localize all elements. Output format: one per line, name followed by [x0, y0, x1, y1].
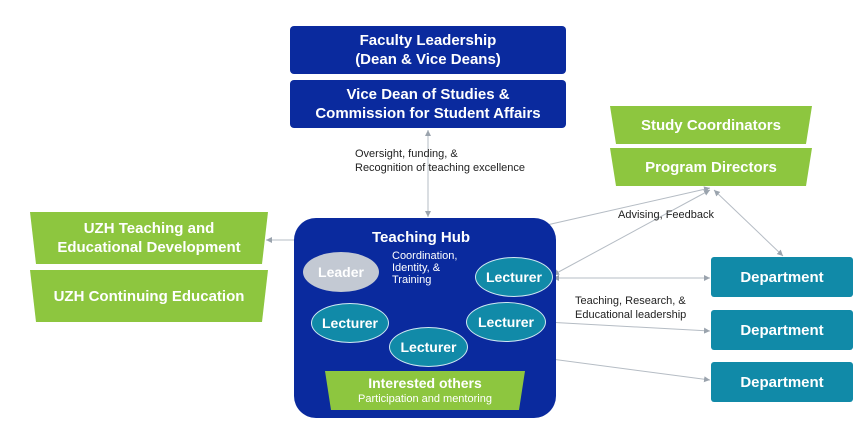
vice-dean-line1: Vice Dean of Studies & — [346, 86, 510, 103]
uzh-teaching-label: UZH Teaching and Educational Development — [30, 212, 268, 264]
hub-desc-line2: Identity, & — [392, 262, 441, 274]
interested-others-box: Interested others Participation and ment… — [325, 371, 525, 410]
department-box-2: Department — [711, 310, 853, 350]
hub-desc-line3: Training — [392, 274, 432, 286]
oversight-line1: Oversight, funding, & — [355, 148, 458, 160]
interested-others-shape — [325, 371, 525, 410]
lecturer-oval-1: Lecturer — [475, 257, 553, 297]
link-program-department — [713, 189, 784, 257]
link-program-lecturer — [552, 189, 711, 276]
teaching-line1: Teaching, Research, & — [575, 295, 686, 307]
study-coordinators-label: Study Coordinators — [640, 116, 781, 134]
program-directors-box: Program Directors — [610, 148, 812, 186]
interested-title: Interested others — [368, 374, 482, 391]
oversight-line2: Recognition of teaching excellence — [355, 162, 526, 174]
program-directors-label: Program Directors — [645, 158, 777, 176]
department-box-1: Department — [711, 257, 853, 297]
vice-dean-line2: Commission for Student Affairs — [315, 105, 541, 122]
lecturer-oval-3: Lecturer — [466, 302, 546, 342]
uzh-continuing-box: UZH Continuing Education — [30, 270, 268, 322]
hub-desc-line1: Coordination, — [392, 250, 458, 262]
uzh-teaching-line2: Educational Development — [57, 239, 241, 256]
department-box-3: Department — [711, 362, 853, 402]
teaching-line2: Educational leadership — [575, 309, 687, 321]
faculty-line2: (Dean & Vice Deans) — [355, 51, 501, 68]
faculty-leadership-box: Faculty Leadership (Dean & Vice Deans) — [290, 26, 566, 74]
uzh-teaching-shape — [30, 212, 268, 264]
teaching-hub-title: Teaching Hub — [372, 229, 471, 246]
study-coordinators-box: Study Coordinators — [610, 106, 812, 144]
faculty-line1: Faculty Leadership — [359, 32, 497, 49]
teaching-hub-description: Coordination, Identity, & Training — [392, 250, 457, 286]
lecturer-oval-4: Lecturer — [389, 327, 468, 367]
study-coordinators-shape — [610, 106, 812, 144]
uzh-continuing-shape — [30, 270, 268, 322]
uzh-continuing-label: UZH Continuing Education — [53, 287, 245, 305]
uzh-teaching-box: UZH Teaching and Educational Development — [30, 212, 268, 264]
uzh-teaching-line1: UZH Teaching and — [83, 220, 215, 237]
leader-oval: Leader — [303, 252, 379, 292]
link-lecturer-dept2 — [545, 319, 711, 334]
interested-others-label: Interested others Participation and ment… — [325, 371, 525, 410]
vice-dean-box: Vice Dean of Studies & Commission for St… — [290, 80, 566, 128]
oversight-note: Oversight, funding, & Recognition of tea… — [355, 147, 525, 175]
program-directors-shape — [610, 148, 812, 186]
lecturer-oval-2: Lecturer — [311, 303, 389, 343]
teaching-research-note: Teaching, Research, & Educational leader… — [575, 294, 686, 322]
interested-sub: Participation and mentoring — [358, 392, 492, 405]
advising-note: Advising, Feedback — [618, 209, 714, 221]
